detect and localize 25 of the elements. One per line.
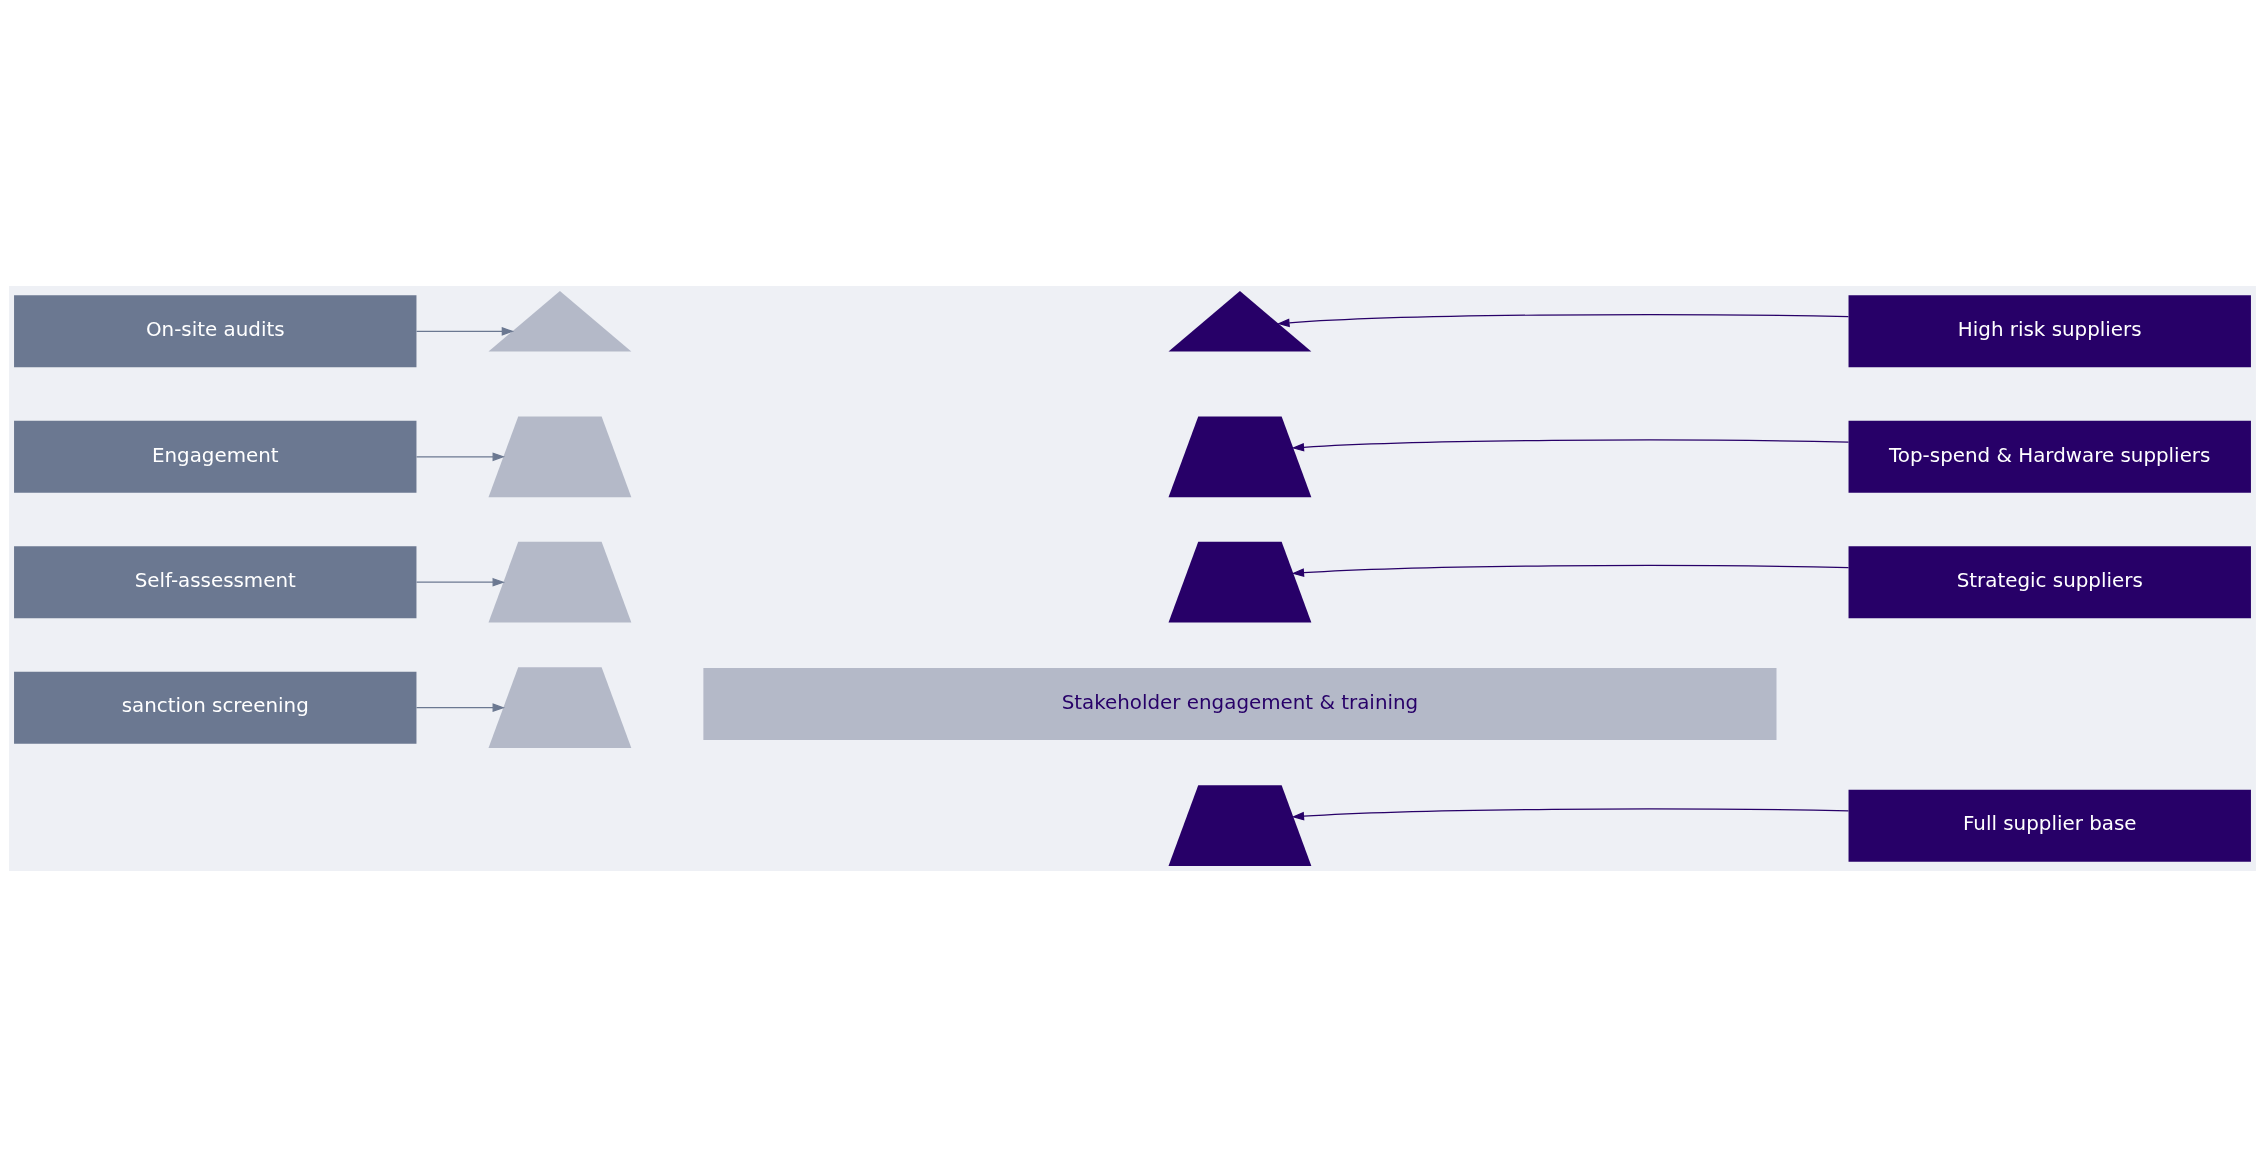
node-trapezoid: [1168, 785, 1312, 867]
node-box: Self-assessment: [14, 546, 417, 619]
node-box: Top-spend & Hardware suppliers: [1848, 420, 2251, 493]
arrow: [1291, 439, 1850, 452]
arrow: [415, 327, 515, 336]
node-box: Stakeholder engagement & training: [703, 667, 1777, 740]
node-trapezoid: [488, 416, 632, 498]
arrow: [415, 577, 505, 587]
node-box: Full supplier base: [1848, 789, 2251, 862]
node-trapezoid: [488, 541, 632, 623]
arrow: [1277, 313, 1850, 328]
node-box: High risk suppliers: [1848, 295, 2251, 368]
node-trapezoid: [1168, 541, 1312, 623]
arrow: [1291, 808, 1850, 821]
node-trapezoid: [488, 667, 632, 749]
node-triangle: [1168, 290, 1312, 352]
node-box: Strategic suppliers: [1848, 546, 2251, 619]
arrow: [1291, 564, 1850, 578]
node-box: On-site audits: [14, 295, 417, 368]
node-trapezoid: [1168, 416, 1312, 498]
node-triangle: [488, 290, 632, 352]
arrow: [415, 703, 505, 713]
node-box: sanction screening: [14, 671, 417, 744]
arrow: [415, 452, 505, 462]
node-box: Engagement: [14, 420, 417, 493]
